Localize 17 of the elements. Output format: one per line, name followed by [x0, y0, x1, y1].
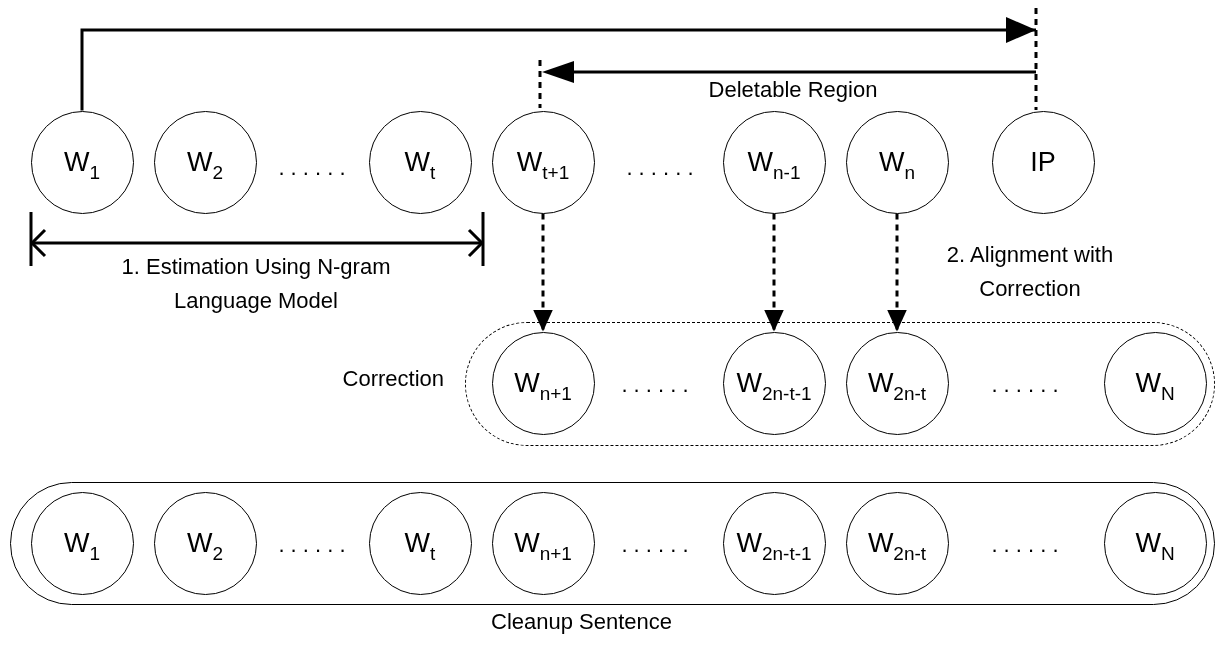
annotation-text: . . . . . .: [620, 371, 690, 399]
annotation-text: . . . . . .: [990, 531, 1060, 559]
arrow: [80, 17, 1036, 111]
arrow: [887, 213, 907, 332]
annotation-text: 2. Alignment with Correction: [945, 241, 1115, 303]
annotation-text: . . . . . .: [620, 531, 690, 559]
annotation-text: . . . . . .: [990, 371, 1060, 399]
annotation-text: 1. Estimation Using N-gram Language Model: [120, 253, 392, 315]
arrow: [533, 213, 553, 332]
word-label: IP: [1030, 148, 1056, 176]
annotation-text: . . . . . .: [277, 531, 347, 559]
group-title: Correction: [342, 368, 444, 390]
arrow: [764, 213, 784, 332]
annotation-text: . . . . . .: [625, 154, 695, 182]
annotation-text: Deletable Region: [707, 76, 879, 104]
annotation-text: . . . . . .: [277, 154, 347, 182]
group-title: Cleanup Sentence: [491, 611, 673, 633]
